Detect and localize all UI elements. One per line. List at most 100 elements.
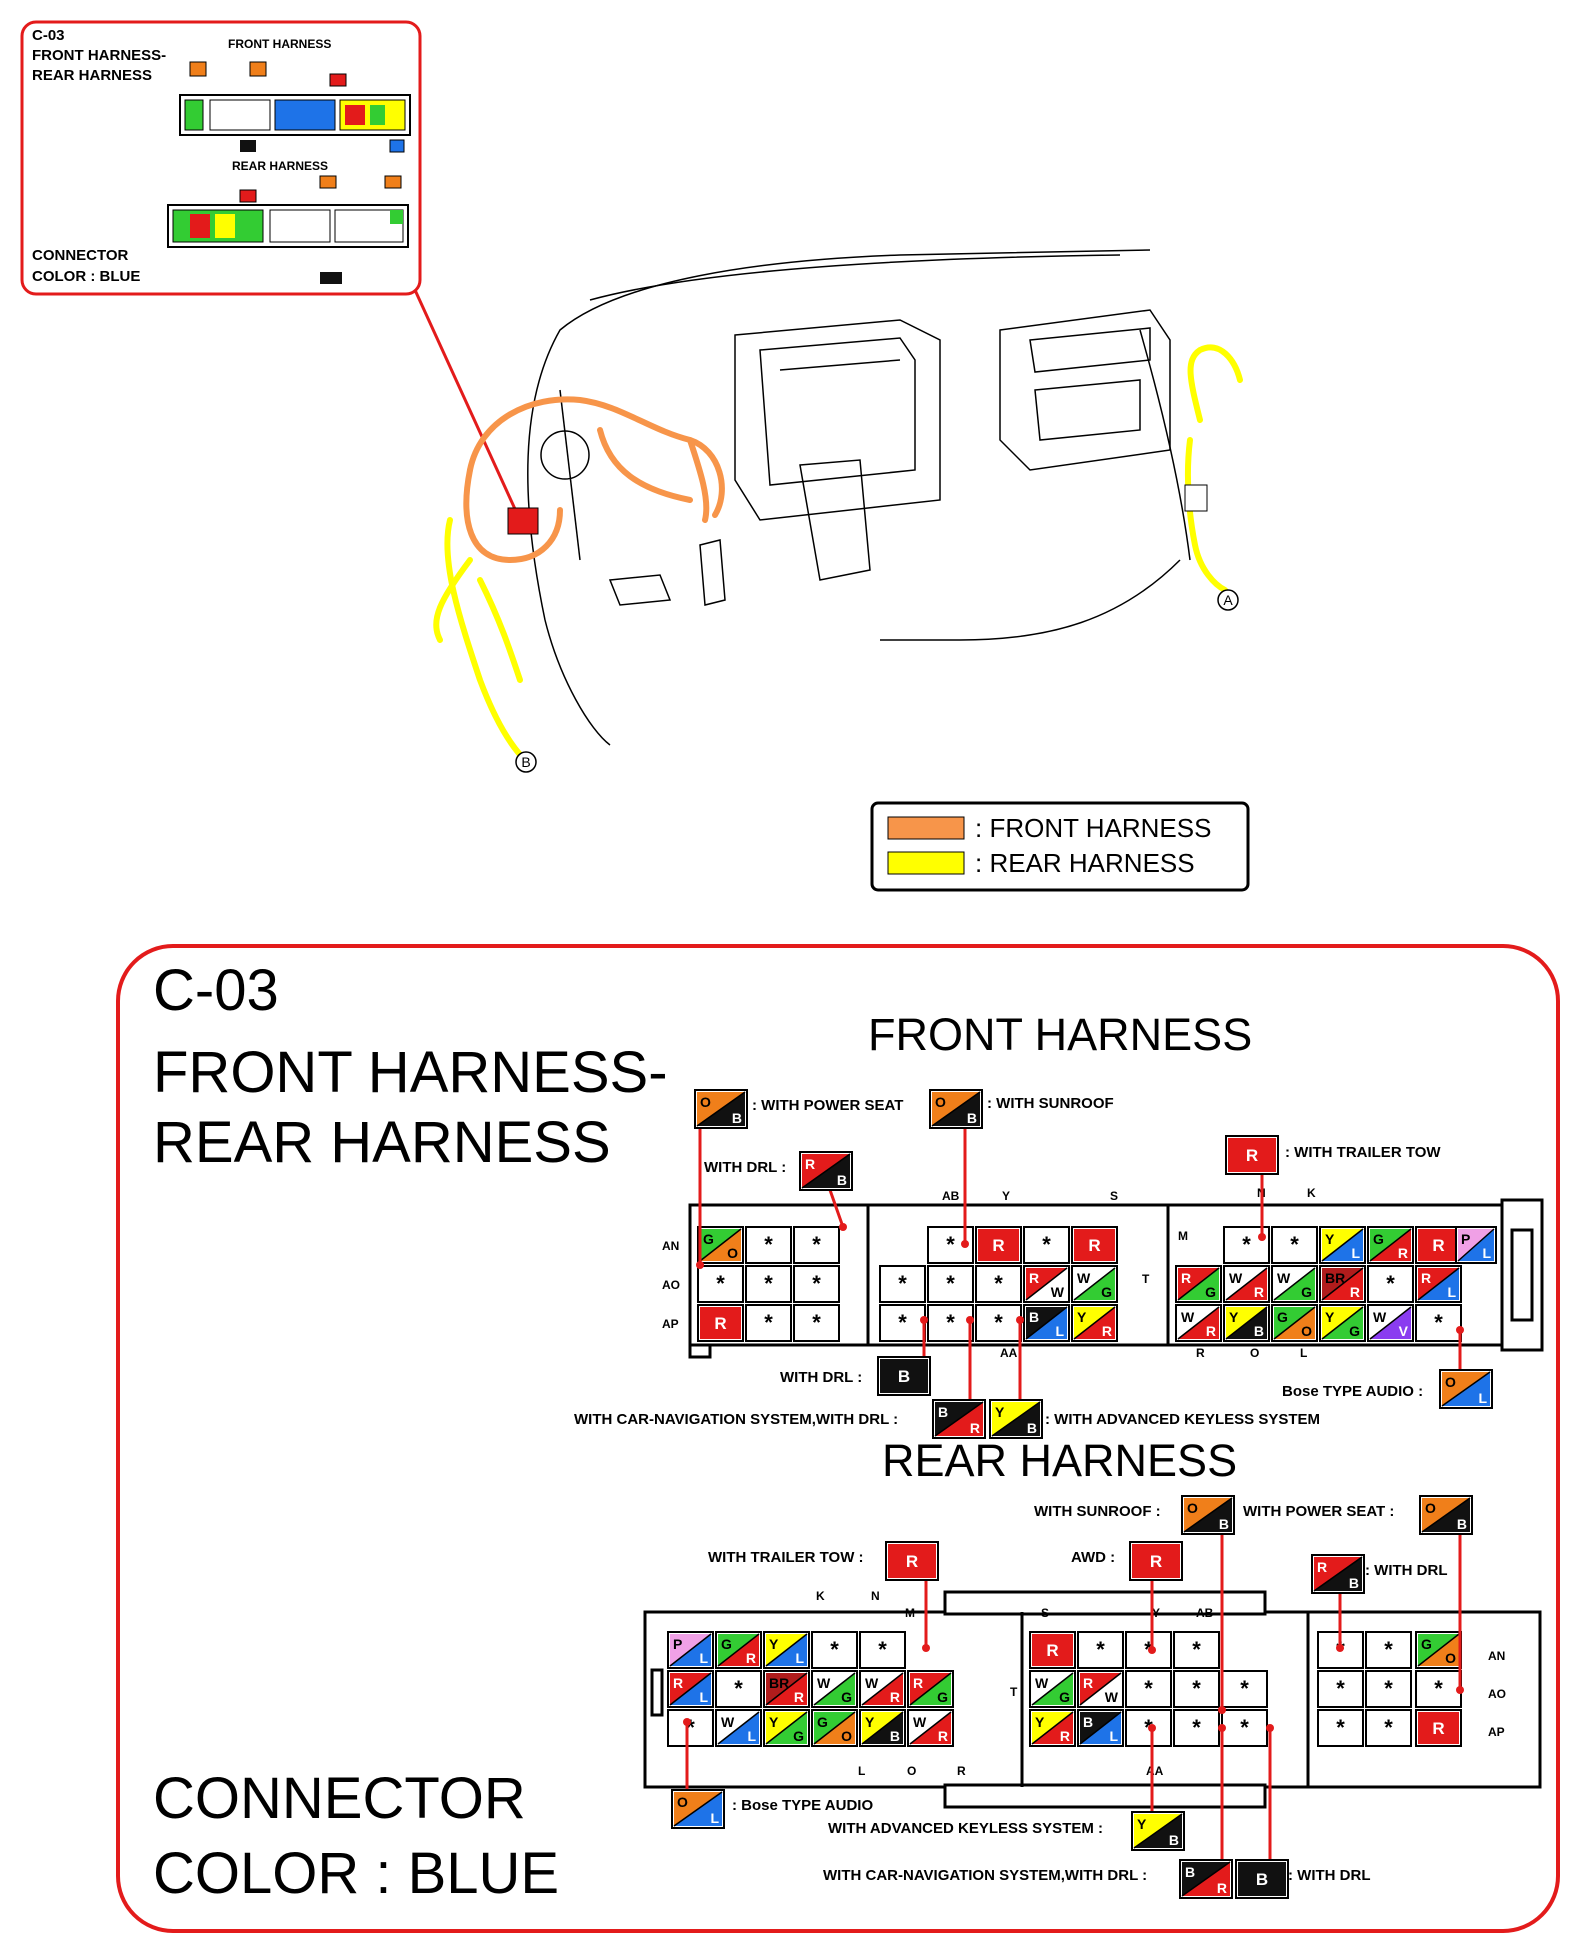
pin-empty-marker: * xyxy=(946,1232,955,1257)
rear-pin-mid-r1c4: * xyxy=(1221,1670,1268,1708)
rear-chip-power-seat: OB xyxy=(1419,1495,1473,1535)
svg-text:L: L xyxy=(1055,1323,1064,1339)
rear-chip-carnav: BR xyxy=(1179,1859,1233,1899)
front-col-ab: AB xyxy=(942,1189,960,1203)
svg-text:O: O xyxy=(841,1728,852,1744)
svg-text:P: P xyxy=(1461,1231,1470,1247)
front-note-sunroof: : WITH SUNROOF xyxy=(987,1095,1114,1112)
legend-rear-swatch xyxy=(887,851,965,875)
thumb-front-heading: FRONT HARNESS xyxy=(228,37,331,51)
svg-text:W: W xyxy=(1077,1270,1091,1286)
front-pin-right-r1c0: RG xyxy=(1175,1265,1222,1303)
thumb-color-line-2: COLOR : BLUE xyxy=(32,268,140,285)
pin-empty-marker: * xyxy=(946,1310,955,1335)
rear-col-t: T xyxy=(1010,1685,1018,1699)
thumb-title-2: REAR HARNESS xyxy=(32,67,152,84)
front-col-r: R xyxy=(1196,1346,1205,1360)
rear-col-s: S xyxy=(1041,1606,1049,1620)
front-col-m: M xyxy=(1178,1229,1188,1243)
rear-row-ap: AP xyxy=(1488,1725,1505,1739)
leader-dot xyxy=(1266,1724,1274,1732)
svg-text:V: V xyxy=(1399,1323,1409,1339)
svg-text:G: G xyxy=(1301,1284,1312,1300)
front-annotations: AN AO AP AB Y S N K M T AA R O L : WITH … xyxy=(574,1095,1441,1428)
front-col-o: O xyxy=(1250,1346,1259,1360)
front-pin-right-r0c5: R xyxy=(1415,1226,1462,1264)
svg-text:G: G xyxy=(937,1689,948,1705)
rear-pin-mid-r0c2: * xyxy=(1125,1631,1172,1669)
svg-text:Y: Y xyxy=(1077,1309,1087,1325)
front-pin-right-r0c2: * xyxy=(1271,1226,1318,1264)
svg-text:B: B xyxy=(1185,1864,1195,1880)
svg-text:G: G xyxy=(1421,1636,1432,1652)
svg-text:R: R xyxy=(805,1156,815,1172)
detail-connector-line-2: COLOR : BLUE xyxy=(153,1841,559,1906)
pin-empty-marker: * xyxy=(1384,1637,1393,1662)
marker-b-circle xyxy=(515,751,537,773)
svg-text:B: B xyxy=(1219,1516,1229,1532)
front-pin-mid-r1c1: * xyxy=(927,1265,974,1303)
svg-text:B: B xyxy=(1349,1575,1359,1591)
svg-text:G: G xyxy=(1059,1689,1070,1705)
svg-text:Y: Y xyxy=(769,1714,779,1730)
rear-pin-mid-r1c3: * xyxy=(1173,1670,1220,1708)
front-chip-drl-top: RB xyxy=(799,1151,853,1191)
front-pin-mid-r2c1: * xyxy=(927,1304,974,1342)
front-pin-left-r1c1: * xyxy=(745,1265,792,1303)
rear-chip-trailer-tow: R xyxy=(885,1541,939,1581)
rear-pin-left-r2c2: YG xyxy=(763,1709,810,1747)
front-pin-right-r2c0: WR xyxy=(1175,1304,1222,1342)
front-harness-route xyxy=(463,396,725,564)
svg-text:B: B xyxy=(938,1404,948,1420)
svg-text:Y: Y xyxy=(1137,1816,1147,1832)
leader-dot xyxy=(961,1240,969,1248)
front-row-an: AN xyxy=(662,1239,679,1253)
pin-empty-marker: * xyxy=(764,1232,773,1257)
rear-pin-left-r0c4: * xyxy=(859,1631,906,1669)
rear-note-carnav: WITH CAR-NAVIGATION SYSTEM,WITH DRL : xyxy=(823,1867,1147,1884)
front-pin-right-r1c2: WG xyxy=(1271,1265,1318,1303)
front-pin-mid-r2c4: YR xyxy=(1071,1304,1118,1342)
front-note-bose: Bose TYPE AUDIO : xyxy=(1282,1383,1423,1400)
svg-text:O: O xyxy=(1445,1374,1456,1390)
svg-text:Y: Y xyxy=(1325,1309,1335,1325)
rear-chip-sunroof: OB xyxy=(1181,1495,1235,1535)
rear-note-drl-top: : WITH DRL xyxy=(1365,1562,1447,1579)
rear-pin-right-r2c2: R xyxy=(1415,1709,1462,1747)
rear-pin-mid-r0c1: * xyxy=(1077,1631,1124,1669)
harness-legend: : FRONT HARNESS : REAR HARNESS xyxy=(870,801,1250,892)
front-pin-right-r1c1: WR xyxy=(1223,1265,1270,1303)
pin-empty-marker: * xyxy=(1240,1676,1249,1701)
svg-text:W: W xyxy=(913,1714,927,1730)
svg-text:R: R xyxy=(1421,1270,1431,1286)
front-pin-mid-r0c3: * xyxy=(1023,1226,1070,1264)
pin-empty-marker: * xyxy=(1384,1715,1393,1740)
front-pin-left-r1c2: * xyxy=(793,1265,840,1303)
leader-dot xyxy=(966,1316,974,1324)
marker-a: A xyxy=(1223,592,1233,608)
pin-empty-marker: * xyxy=(716,1271,725,1296)
leader-line xyxy=(828,1189,845,1228)
rear-col-y: Y xyxy=(1152,1606,1160,1620)
pin-empty-marker: * xyxy=(1434,1310,1443,1335)
svg-text:R: R xyxy=(1398,1245,1408,1261)
pin-empty-marker: * xyxy=(1192,1637,1201,1662)
rear-pin-left-r1c5: RG xyxy=(907,1670,954,1708)
component-box xyxy=(1184,484,1208,512)
svg-text:Y: Y xyxy=(865,1714,875,1730)
pin-empty-marker: * xyxy=(1240,1715,1249,1740)
rear-chip-keyless: YB xyxy=(1131,1811,1185,1851)
leader-dot xyxy=(922,1644,930,1652)
rear-pin-right-r2c0: * xyxy=(1317,1709,1364,1747)
leader-dot xyxy=(1258,1233,1266,1241)
svg-text:R: R xyxy=(1432,1236,1444,1255)
svg-text:W: W xyxy=(817,1675,831,1691)
front-col-t: T xyxy=(1142,1272,1150,1286)
svg-text:R: R xyxy=(913,1675,923,1691)
rear-note-awd: AWD : xyxy=(1071,1549,1115,1566)
pin-empty-marker: * xyxy=(764,1271,773,1296)
front-chip-bose: OL xyxy=(1439,1369,1493,1409)
svg-text:O: O xyxy=(935,1094,946,1110)
svg-text:B: B xyxy=(1457,1516,1467,1532)
rear-chip-bose: OL xyxy=(671,1789,725,1829)
